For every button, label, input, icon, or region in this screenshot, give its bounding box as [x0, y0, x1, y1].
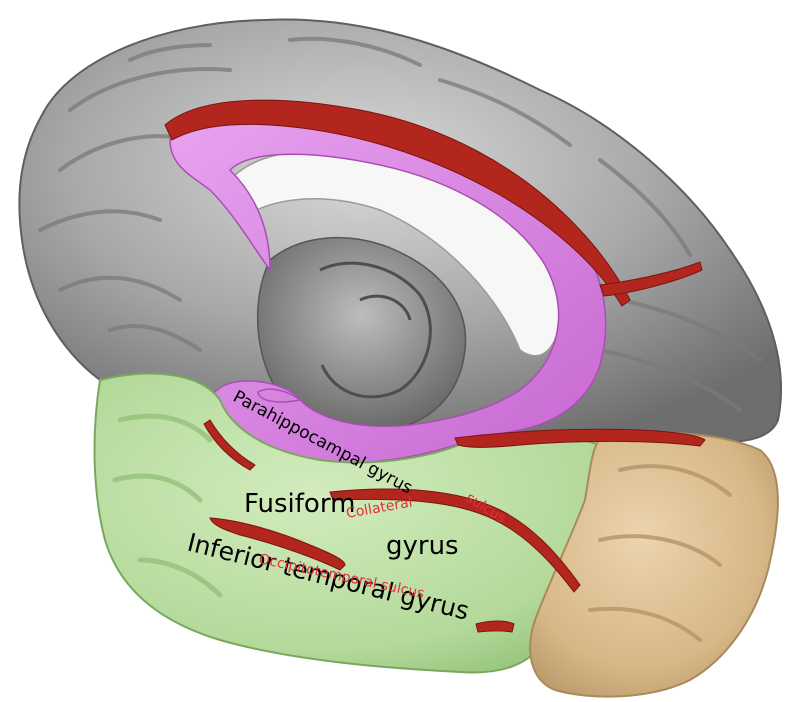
- collateral-sulcus: [329, 488, 581, 593]
- parieto-occipital-sulcus: [599, 261, 703, 297]
- cingulate-sulcus: [164, 99, 631, 307]
- inferior-temporal-sulcus-segment: [475, 620, 515, 633]
- deep-structure-fold: [319, 261, 432, 399]
- calcarine-sulcus: [454, 428, 706, 448]
- occipital-gyri-shading: [588, 464, 732, 642]
- temporal-gyri-shading: [112, 413, 223, 598]
- fusiform-label-word2: gyrus: [386, 531, 459, 561]
- thalamus: [256, 236, 467, 432]
- brainstem-fold: [359, 294, 412, 321]
- fusiform-label-word1: Fusiform: [244, 489, 355, 519]
- occipitotemporal-sulcus: [209, 517, 346, 571]
- sulci: [164, 99, 706, 633]
- parahippocampal-margin: [203, 419, 256, 471]
- occipital-lobe: [529, 431, 779, 698]
